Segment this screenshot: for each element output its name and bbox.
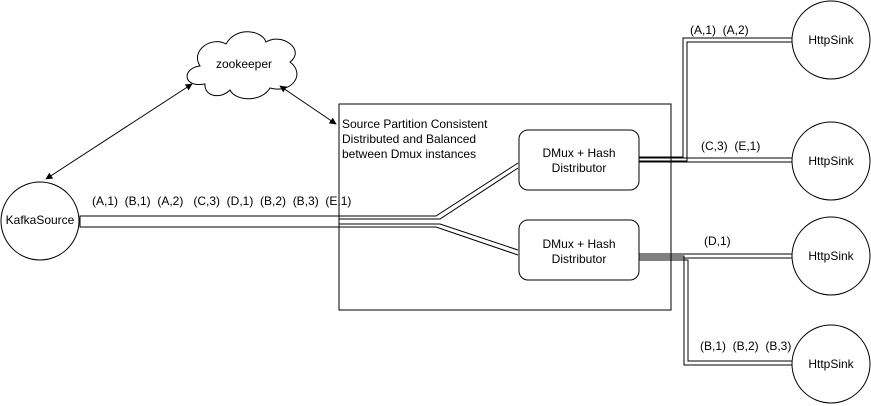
dmux-top-label-line-2: Distributor	[551, 161, 607, 175]
http-sink-label-3: HttpSink	[808, 249, 854, 263]
kafka-source-label: KafkaSource	[5, 213, 75, 227]
source-stream-pipe	[79, 215, 340, 228]
zookeeper-cloud	[186, 31, 298, 100]
http-sink-node-3	[791, 216, 871, 296]
container-note-line-2: Distributed and Balanced	[342, 132, 477, 146]
zookeeper-label: zookeeper	[215, 57, 273, 71]
kafka-zookeeper-arrow	[45, 83, 193, 180]
dmux-bottom-label: DMux + Hash Distributor	[519, 237, 639, 267]
http-sink-label-1: HttpSink	[808, 33, 854, 47]
sink-1-records: (A,1) (A,2)	[690, 23, 749, 37]
dmux-bottom-label-line-2: Distributor	[551, 252, 607, 266]
dmux-top-label: DMux + Hash Distributor	[519, 146, 639, 176]
kafka-source-node	[0, 181, 80, 261]
http-sink-node-4	[791, 324, 871, 404]
dmux-bottom-output-pipes	[639, 253, 792, 366]
zookeeper-dmux-arrow	[279, 85, 337, 125]
http-sink-label-2: HttpSink	[808, 154, 854, 168]
source-stream-records: (A,1) (B,1) (A,2) (C,3) (D,1) (B,2) (B,3…	[92, 194, 352, 208]
http-sink-label-4: HttpSink	[808, 357, 854, 371]
container-note: Source Partition Consistent Distributed …	[342, 117, 512, 162]
dmux-bottom-box	[518, 219, 640, 281]
dmux-bottom-label-line-1: DMux + Hash	[542, 237, 616, 251]
internal-split-pipes	[339, 162, 519, 256]
http-sink-node-2	[791, 121, 871, 201]
http-sink-node-1	[791, 0, 871, 80]
dmux-top-box	[518, 129, 640, 191]
sink-2-records: (C,3) (E,1)	[701, 139, 761, 153]
sink-4-records: (B,1) (B,2) (B,3)	[700, 339, 792, 353]
dmux-top-label-line-1: DMux + Hash	[542, 146, 616, 160]
sink-3-records: (D,1)	[704, 234, 731, 248]
dmux-cluster-box	[338, 103, 672, 311]
dmux-top-output-pipes	[639, 37, 792, 163]
container-note-line-1: Source Partition Consistent	[342, 117, 488, 131]
container-note-line-3: between Dmux instances	[342, 147, 477, 161]
